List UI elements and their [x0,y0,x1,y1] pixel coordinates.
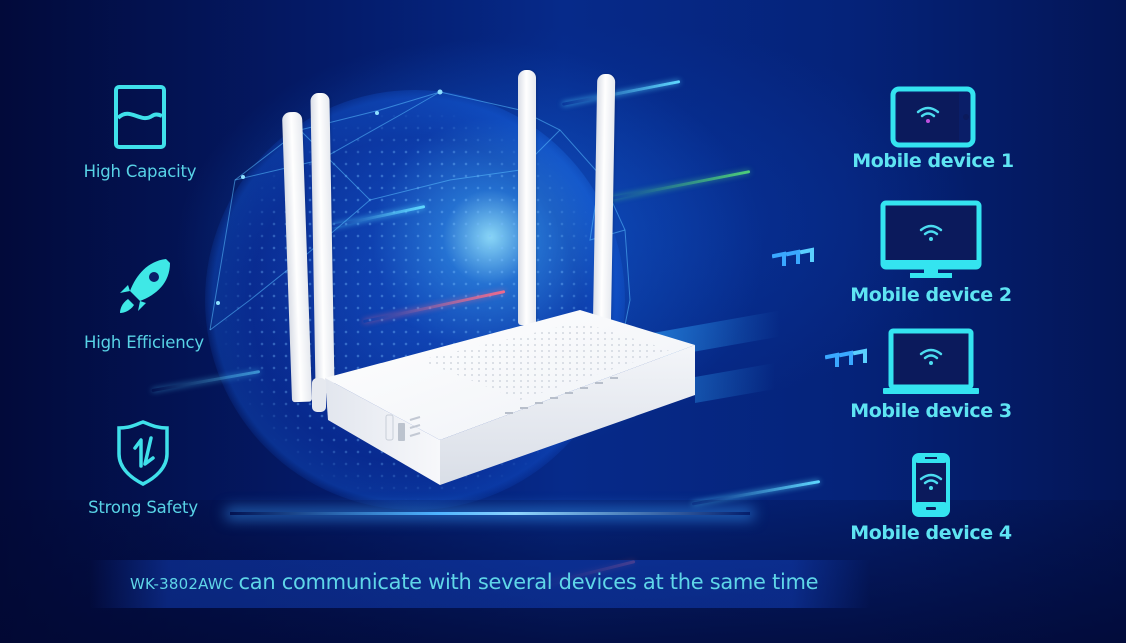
device-mobile-4: Mobile device 4 [846,452,1016,544]
chevrons-arrow-icon [772,247,814,266]
feature-label: High Efficiency [84,333,204,352]
shield-arrows-icon [117,420,169,486]
device-mobile-2: Mobile device 2 [846,200,1016,306]
device-mobile-3: Mobile device 3 [846,328,1016,422]
monitor-wifi-icon [880,200,982,278]
caption-text: can communicate with several devices at … [238,570,819,594]
rocket-icon [120,259,170,313]
feature-high-capacity: High Capacity [60,84,220,181]
feature-label: High Capacity [83,162,197,181]
device-label: Mobile device 3 [850,400,1012,422]
device-label: Mobile device 1 [852,150,1014,172]
model-number: WK-3802AWC [130,575,234,593]
feature-high-efficiency: High Efficiency [64,255,224,352]
device-label: Mobile device 4 [850,522,1012,544]
bottom-shade [0,500,1126,643]
feature-label: Strong Safety [88,498,198,517]
phone-wifi-icon [912,453,950,517]
tablet-wifi-icon [890,86,976,148]
device-mobile-1: Mobile device 1 [848,86,1018,172]
device-label: Mobile device 2 [850,284,1012,306]
feature-strong-safety: Strong Safety [63,420,223,517]
chevrons-arrow-icon [825,348,867,367]
caption-band [90,560,870,608]
caption: WK-3802AWC can communicate with several … [130,570,819,594]
horizon-glow [230,512,750,515]
laptop-wifi-icon [883,328,979,394]
capacity-wave-icon [114,85,166,149]
